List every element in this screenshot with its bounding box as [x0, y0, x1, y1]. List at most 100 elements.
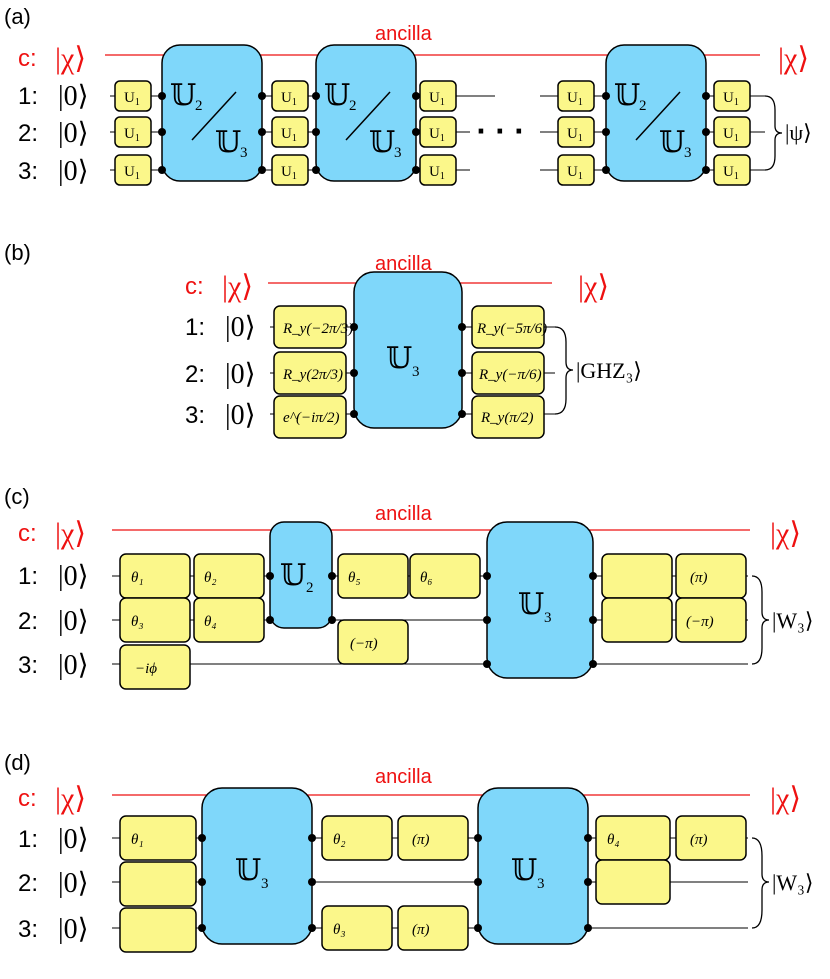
- svg-text:3: 3: [684, 145, 692, 161]
- q2-label-a: 2:: [18, 120, 38, 147]
- svg-text:|0⟩: |0⟩: [58, 606, 89, 637]
- svg-text:ancilla: ancilla: [375, 766, 433, 788]
- svg-text:1:: 1:: [18, 563, 38, 590]
- svg-text:3: 3: [412, 364, 420, 380]
- svg-text:|0⟩: |0⟩: [58, 650, 89, 681]
- svg-text:|0⟩: |0⟩: [225, 359, 256, 390]
- u1-column-4: [557, 80, 595, 186]
- gate-ry-mpi-c: (−π): [350, 636, 378, 652]
- gates-c-q1: [119, 553, 747, 599]
- svg-text:1:: 1:: [185, 314, 205, 341]
- svg-text:|0⟩: |0⟩: [225, 400, 256, 431]
- gate-ry-2pi3: R_y(2π/3): [282, 367, 343, 383]
- u1-column-5: [713, 80, 751, 186]
- u3-symbol: 𝕌: [215, 125, 241, 160]
- panel-a: (a) ancilla c: |χ⟩ |χ⟩ 1: 2: 3: |0⟩ |0⟩ …: [4, 4, 812, 187]
- panel-d: (d) ancilla c: |χ⟩ |χ⟩ 1: 2: 3: |0⟩ |0⟩ …: [4, 750, 813, 953]
- svg-text:𝕌: 𝕌: [235, 853, 261, 888]
- svg-text:3: 3: [544, 610, 552, 626]
- panel-a-label: (a): [4, 4, 31, 29]
- ancilla-label-a: ancilla: [375, 23, 433, 45]
- u2-u3-gate-3: 𝕌 2 𝕌 3: [605, 44, 707, 182]
- u3-gate-d1: [201, 787, 313, 945]
- svg-text:c:: c:: [18, 520, 37, 547]
- svg-text:𝕌: 𝕌: [511, 853, 537, 888]
- gate-ry-pi2: R_y(π/2): [480, 410, 534, 426]
- psi-state: |ψ⟩: [785, 120, 812, 145]
- gate-ry-theta3-c: θ₃: [131, 614, 144, 630]
- gate-ry-mpi6: R_y(−π/6): [478, 367, 542, 383]
- gates-d: [119, 815, 747, 953]
- svg-text:3: 3: [261, 876, 269, 892]
- svg-text:2:: 2:: [185, 361, 205, 388]
- svg-text:2:: 2:: [18, 608, 38, 635]
- u1-column-3: [419, 80, 457, 186]
- panel-c: (c) ancilla c: |χ⟩ |χ⟩ 1: 2: 3: |0⟩ |0⟩ …: [4, 484, 813, 690]
- q1-label-a: 1:: [18, 83, 38, 110]
- ghz-state: |GHZ₃⟩: [576, 358, 642, 383]
- gates-c-q3: [119, 619, 409, 690]
- u3-gate-c: [486, 521, 594, 679]
- svg-text:3: 3: [394, 145, 402, 161]
- gate-rz-theta6-c: θ₆: [420, 570, 433, 586]
- svg-text:ancilla: ancilla: [375, 503, 433, 525]
- svg-text:|0⟩: |0⟩: [58, 561, 89, 592]
- chi-out-a: |χ⟩: [778, 42, 809, 75]
- u3-gate-b: [353, 271, 463, 429]
- gate-rz-theta2-c: θ₂: [204, 570, 217, 586]
- u3-gate-d2: [477, 787, 589, 945]
- svg-text:2: 2: [639, 98, 647, 114]
- u2-symbol: 𝕌: [170, 78, 196, 113]
- ancilla-label-b: ancilla: [375, 253, 433, 275]
- gate-rz-pi-d1: (π): [412, 832, 430, 848]
- gate-ry-theta2-d: θ₂: [333, 832, 346, 848]
- svg-text:𝕌: 𝕌: [369, 125, 395, 160]
- u1-column-1: [114, 80, 152, 186]
- svg-text:3:: 3:: [18, 652, 38, 679]
- svg-text:c:: c:: [185, 273, 204, 300]
- svg-text:|χ⟩: |χ⟩: [55, 782, 86, 815]
- gate-ry-theta1-d: θ₁: [131, 832, 144, 848]
- ellipsis-dots: · · ·: [476, 117, 524, 147]
- svg-text:|0⟩: |0⟩: [225, 312, 256, 343]
- panel-c-label: (c): [4, 484, 30, 509]
- svg-text:𝕌: 𝕌: [614, 78, 640, 113]
- control-dots-a: [158, 92, 710, 174]
- svg-text:2: 2: [306, 580, 314, 596]
- q2-init-a: |0⟩: [58, 118, 89, 149]
- svg-text:|χ⟩: |χ⟩: [222, 270, 253, 303]
- panel-b: (b) ancilla c: |χ⟩ |χ⟩ 1: 2: 3: |0⟩ |0⟩ …: [4, 240, 642, 439]
- q3-label-a: 3:: [18, 158, 38, 185]
- svg-text:|χ⟩: |χ⟩: [55, 517, 86, 550]
- svg-text:3: 3: [240, 145, 248, 161]
- svg-text:𝕌: 𝕌: [324, 78, 350, 113]
- chi-in-a: |χ⟩: [55, 42, 86, 75]
- brace-a: [764, 95, 783, 171]
- svg-text:𝕌: 𝕌: [518, 587, 544, 622]
- svg-text:2: 2: [195, 98, 203, 114]
- control-dots-d: [198, 834, 592, 932]
- svg-text:3: 3: [537, 876, 545, 892]
- post-gates-b: R_y(−5π/6) R_y(−π/6) R_y(π/2): [471, 305, 547, 439]
- control-dots-c: [266, 572, 597, 668]
- svg-text:2: 2: [349, 98, 357, 114]
- c-label-a: c:: [18, 45, 37, 72]
- control-dots-b: [350, 323, 466, 418]
- gate-ry-theta1-c: θ₁: [131, 570, 144, 586]
- w3-state-c: |W₃⟩: [772, 608, 813, 633]
- gate-rz-pi-c: (π): [690, 570, 708, 586]
- pre-gates-b: R_y(−2π/3) R_y(2π/3) e^(−iπ/2): [273, 305, 353, 439]
- q1-init-a: |0⟩: [58, 81, 89, 112]
- gate-rz-pi-d3: (π): [690, 832, 708, 848]
- gate-phase-b: e^(−iπ/2): [283, 410, 339, 426]
- gate-ry-m5pi6: R_y(−5π/6): [476, 321, 547, 337]
- gate-ry-theta4-d: θ₄: [607, 832, 620, 848]
- svg-text:1:: 1:: [18, 826, 38, 853]
- svg-text:𝕌: 𝕌: [659, 125, 685, 160]
- svg-text:|0⟩: |0⟩: [58, 868, 89, 899]
- q3-init-a: |0⟩: [58, 156, 89, 187]
- w3-state-d: |W₃⟩: [772, 870, 813, 895]
- svg-text:𝕌: 𝕌: [280, 558, 306, 593]
- svg-text:|χ⟩: |χ⟩: [770, 517, 801, 550]
